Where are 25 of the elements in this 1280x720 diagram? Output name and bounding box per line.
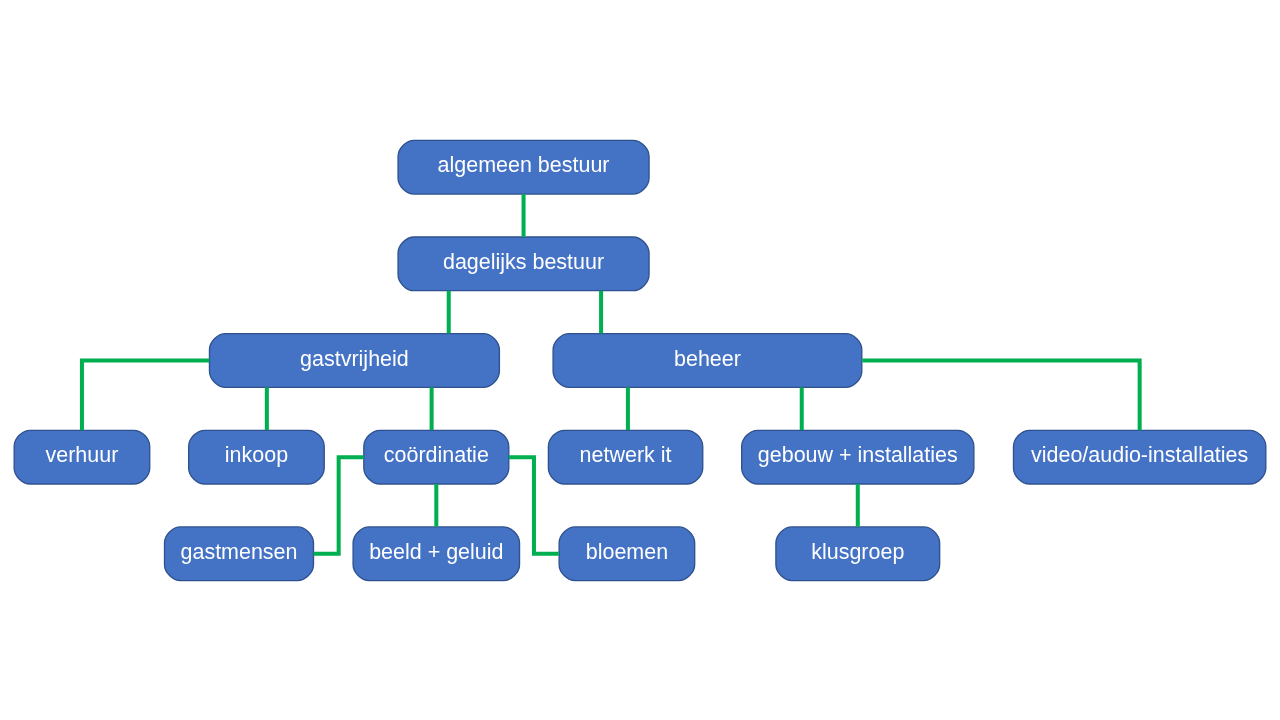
- connector: [264, 386, 269, 430]
- connector: [625, 386, 630, 430]
- connector: [521, 193, 526, 237]
- connector: [429, 386, 434, 430]
- connector: [446, 290, 451, 333]
- node-box: bloemen: [558, 525, 696, 581]
- node-box: beeld + geluid: [352, 525, 521, 581]
- node-box: coördinatie: [363, 429, 510, 485]
- node-box: video/audio-installaties: [1012, 429, 1267, 485]
- node-box: gastmensen: [163, 525, 315, 581]
- connector: [79, 358, 210, 430]
- node-box: beheer: [552, 332, 863, 388]
- node-box: algemeen bestuur: [397, 139, 650, 195]
- connector: [434, 483, 439, 527]
- node-box: netwerk it: [547, 429, 704, 485]
- connector: [862, 358, 1142, 430]
- connector: [855, 483, 860, 527]
- node-box: klusgroep: [775, 525, 941, 581]
- node-box: gebouw + installaties: [741, 429, 975, 485]
- node-box: dagelijks bestuur: [397, 235, 650, 291]
- connector: [799, 386, 804, 430]
- node-box: verhuur: [13, 429, 151, 485]
- node-box: inkoop: [188, 429, 325, 485]
- node-box: gastvrijheid: [208, 332, 501, 388]
- connector: [599, 290, 604, 333]
